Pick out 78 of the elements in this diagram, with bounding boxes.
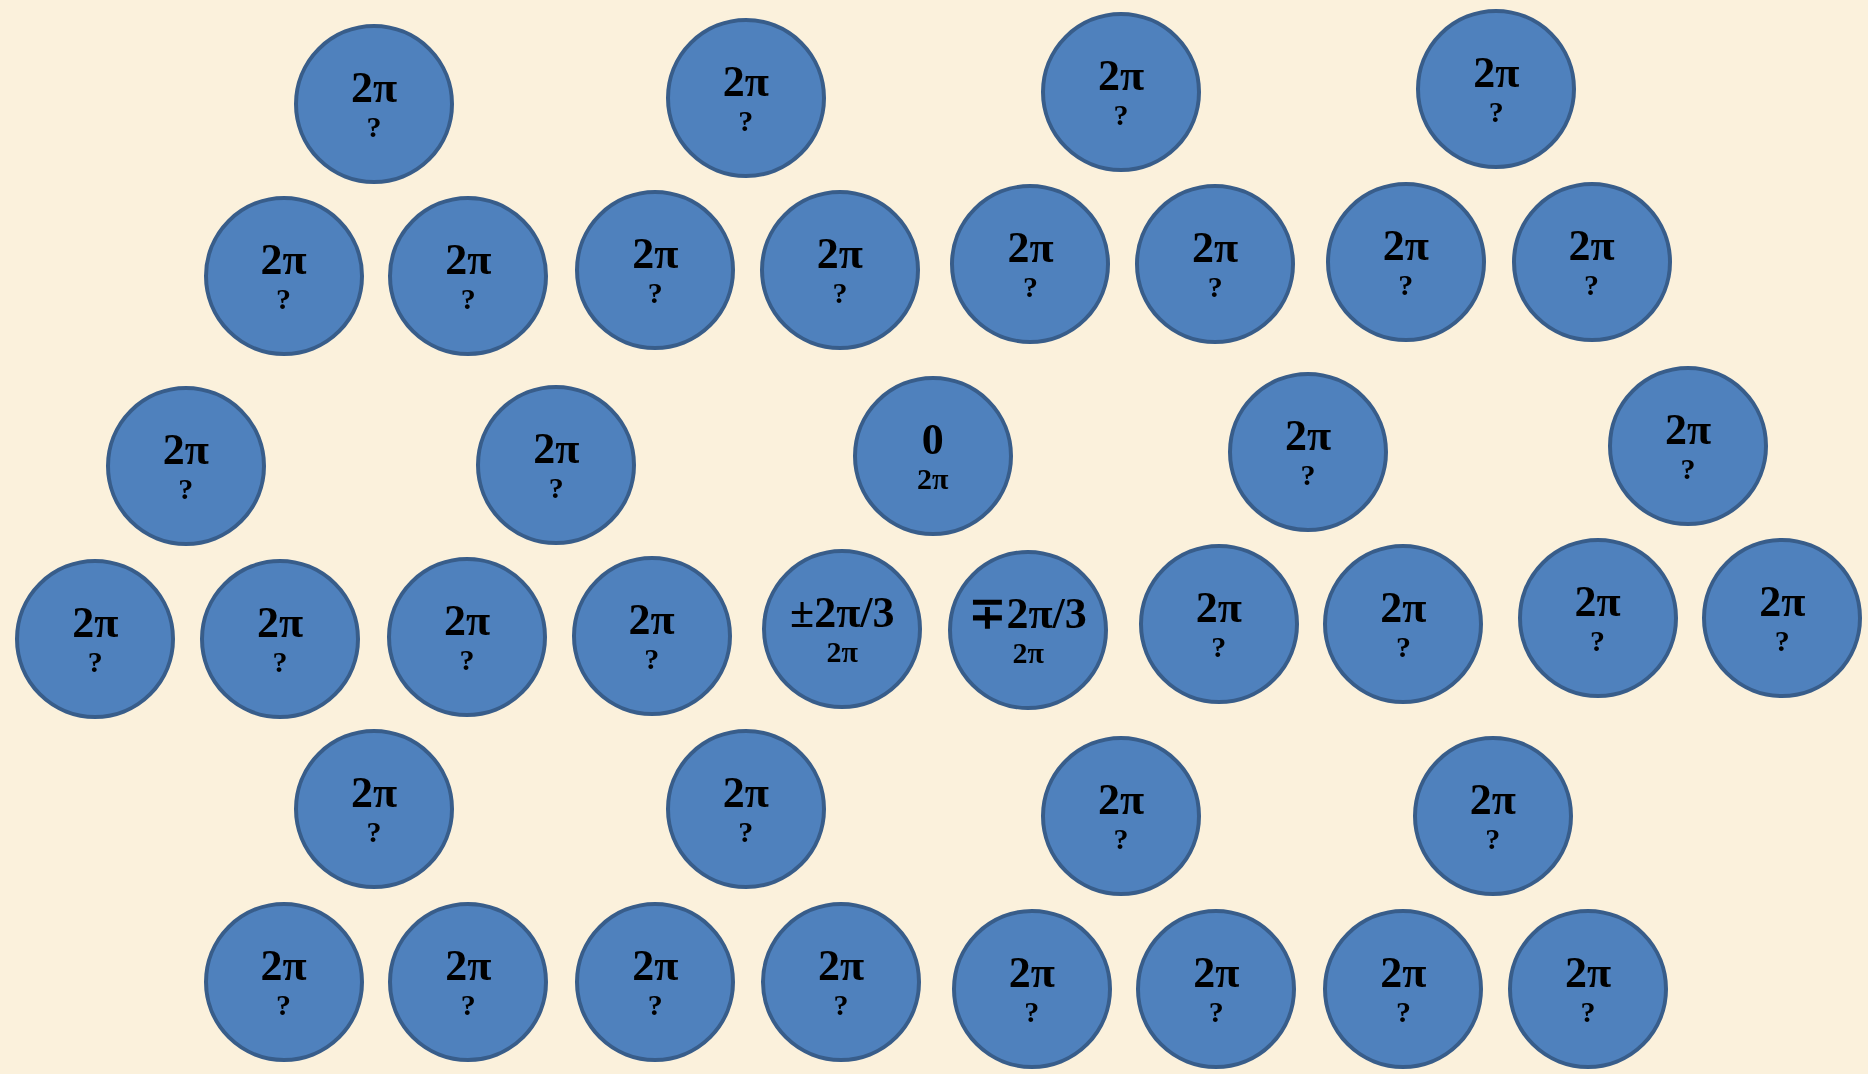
math-label: ? xyxy=(1680,453,1696,484)
math-label: 2π xyxy=(351,770,398,815)
math-label: 2π xyxy=(628,598,675,643)
math-label: ? xyxy=(1485,824,1501,855)
math-label: 2π xyxy=(1473,51,1520,96)
math-label: ? xyxy=(1023,272,1038,303)
math-label: 2π xyxy=(818,943,865,988)
math-label: ? xyxy=(87,646,103,677)
math-label: 2π xyxy=(1285,413,1332,458)
math-label: ? xyxy=(832,278,848,309)
math-label: 2π xyxy=(1564,950,1612,995)
math-label: 2π xyxy=(1195,586,1242,631)
math-label: 2π xyxy=(260,943,307,988)
math-label: 2π xyxy=(1380,950,1427,995)
math-label: 2π xyxy=(722,770,769,815)
math-label: 2π xyxy=(533,426,580,471)
math-label: ? xyxy=(1024,996,1040,1027)
math-label: 2π xyxy=(1193,950,1240,995)
math-label: ? xyxy=(1590,626,1606,657)
math-label: 2π xyxy=(826,637,858,667)
math-label: ? xyxy=(738,816,754,847)
math-label: ? xyxy=(1580,996,1596,1027)
math-label: 0 xyxy=(921,418,944,463)
math-label: 2π xyxy=(351,65,398,110)
math-label: 2π xyxy=(445,943,492,988)
math-label: ? xyxy=(460,284,476,315)
math-label: 2π xyxy=(1192,226,1239,271)
math-label: 2π xyxy=(445,238,492,283)
math-label: 2π xyxy=(1097,53,1145,98)
math-label: 2π xyxy=(1469,778,1516,823)
math-label: 2π xyxy=(260,238,307,283)
math-label: ? xyxy=(738,105,754,136)
math-label: ? xyxy=(276,284,292,315)
math-label: 2π xyxy=(1382,224,1429,269)
math-label: 2π xyxy=(162,427,209,472)
math-label: ? xyxy=(1395,996,1411,1027)
math-label: ? xyxy=(647,278,663,309)
math-label: 2π xyxy=(1568,224,1615,269)
math-label: ? xyxy=(366,816,382,847)
math-label: 2π xyxy=(632,232,679,277)
math-label: ±2π/3 xyxy=(790,591,895,635)
math-label: ? xyxy=(1208,996,1224,1027)
math-label: 2π xyxy=(1380,586,1427,631)
math-label: ? xyxy=(548,472,564,503)
math-label: 2π xyxy=(72,600,119,645)
math-label: 2π xyxy=(917,464,949,495)
math-label: 2π xyxy=(1759,580,1806,625)
math-label: ? xyxy=(833,989,849,1020)
math-label: ? xyxy=(1207,272,1223,303)
math-label: ? xyxy=(1300,459,1316,490)
math-label: 2π xyxy=(1665,407,1712,452)
math-label: ? xyxy=(1488,97,1504,128)
math-label: ? xyxy=(1113,99,1129,130)
math-label: ? xyxy=(460,989,476,1020)
math-label: ? xyxy=(1398,270,1414,301)
math-label: 2π xyxy=(256,600,303,645)
math-label: 2π xyxy=(816,232,863,277)
math-label: ? xyxy=(178,473,194,504)
math-label: ? xyxy=(276,989,292,1020)
math-label: 2π xyxy=(1007,226,1054,271)
math-label: ? xyxy=(1584,270,1600,301)
math-label: ? xyxy=(1395,632,1411,663)
math-label: ? xyxy=(1211,632,1227,663)
math-label: 2π xyxy=(1012,638,1044,669)
math-label: ? xyxy=(647,989,663,1020)
math-label: ? xyxy=(459,645,475,676)
math-label: ? xyxy=(366,111,382,142)
math-label: 2π xyxy=(1097,778,1145,823)
math-label: 2π xyxy=(1008,950,1055,995)
math-label: 2π xyxy=(722,59,769,104)
math-label: ? xyxy=(272,646,288,677)
math-label: ? xyxy=(644,644,660,675)
math-label: 2π xyxy=(1574,580,1621,625)
math-label: ? xyxy=(1774,626,1790,657)
math-label: 2π xyxy=(632,943,679,988)
math-label: ∓2π/3 xyxy=(969,592,1087,637)
math-label: 2π xyxy=(443,599,491,644)
math-label: ? xyxy=(1113,824,1129,855)
